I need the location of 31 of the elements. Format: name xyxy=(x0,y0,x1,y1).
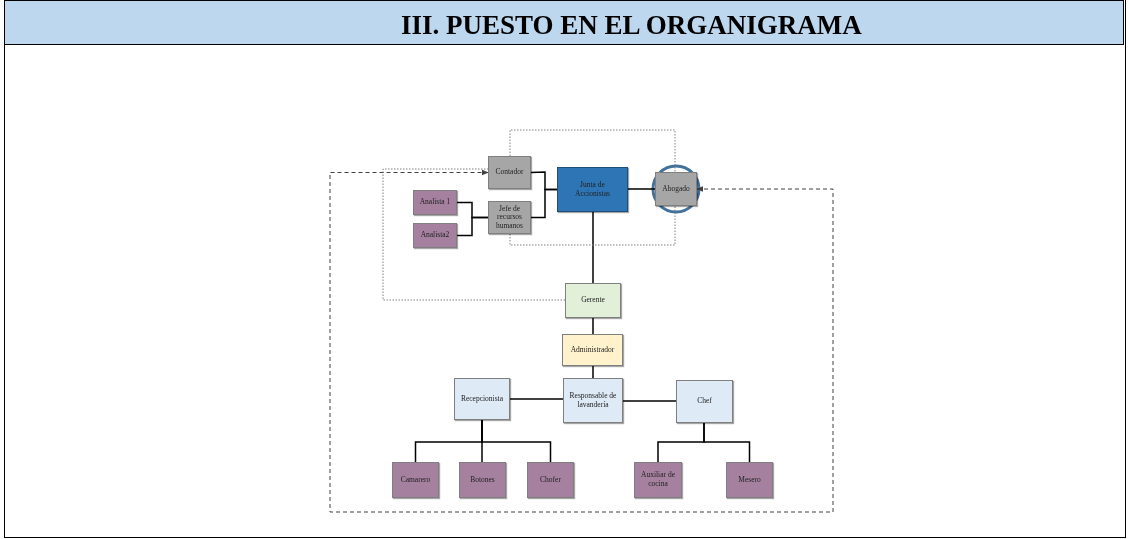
connector-line xyxy=(622,400,677,402)
role-box xyxy=(413,190,457,215)
connector-line xyxy=(530,188,558,219)
connector-line xyxy=(627,188,656,190)
connector-line xyxy=(703,422,751,463)
role-box xyxy=(726,462,773,498)
connector-line xyxy=(481,419,552,463)
role-box xyxy=(655,172,697,206)
role-box xyxy=(459,462,506,498)
connector-line xyxy=(509,129,676,173)
role-box xyxy=(454,378,510,420)
role-box xyxy=(563,378,623,423)
connector-line xyxy=(592,317,594,335)
title: III. PUESTO EN EL ORGANIGRAMA xyxy=(401,10,862,41)
role-box xyxy=(392,462,439,498)
role-box xyxy=(565,283,621,318)
connector-line xyxy=(382,168,566,301)
role-box xyxy=(488,201,531,234)
role-box xyxy=(676,380,733,423)
connector-line xyxy=(592,365,594,379)
arrow xyxy=(329,169,834,513)
connector-line xyxy=(509,398,564,400)
board-box xyxy=(557,167,628,212)
role-box xyxy=(488,156,531,189)
role-box xyxy=(527,462,574,498)
role-box xyxy=(562,334,623,366)
role-box xyxy=(413,223,457,248)
connector-line xyxy=(509,205,676,246)
connector-line xyxy=(592,211,594,284)
role-box xyxy=(634,462,682,498)
connector-line xyxy=(456,216,489,237)
